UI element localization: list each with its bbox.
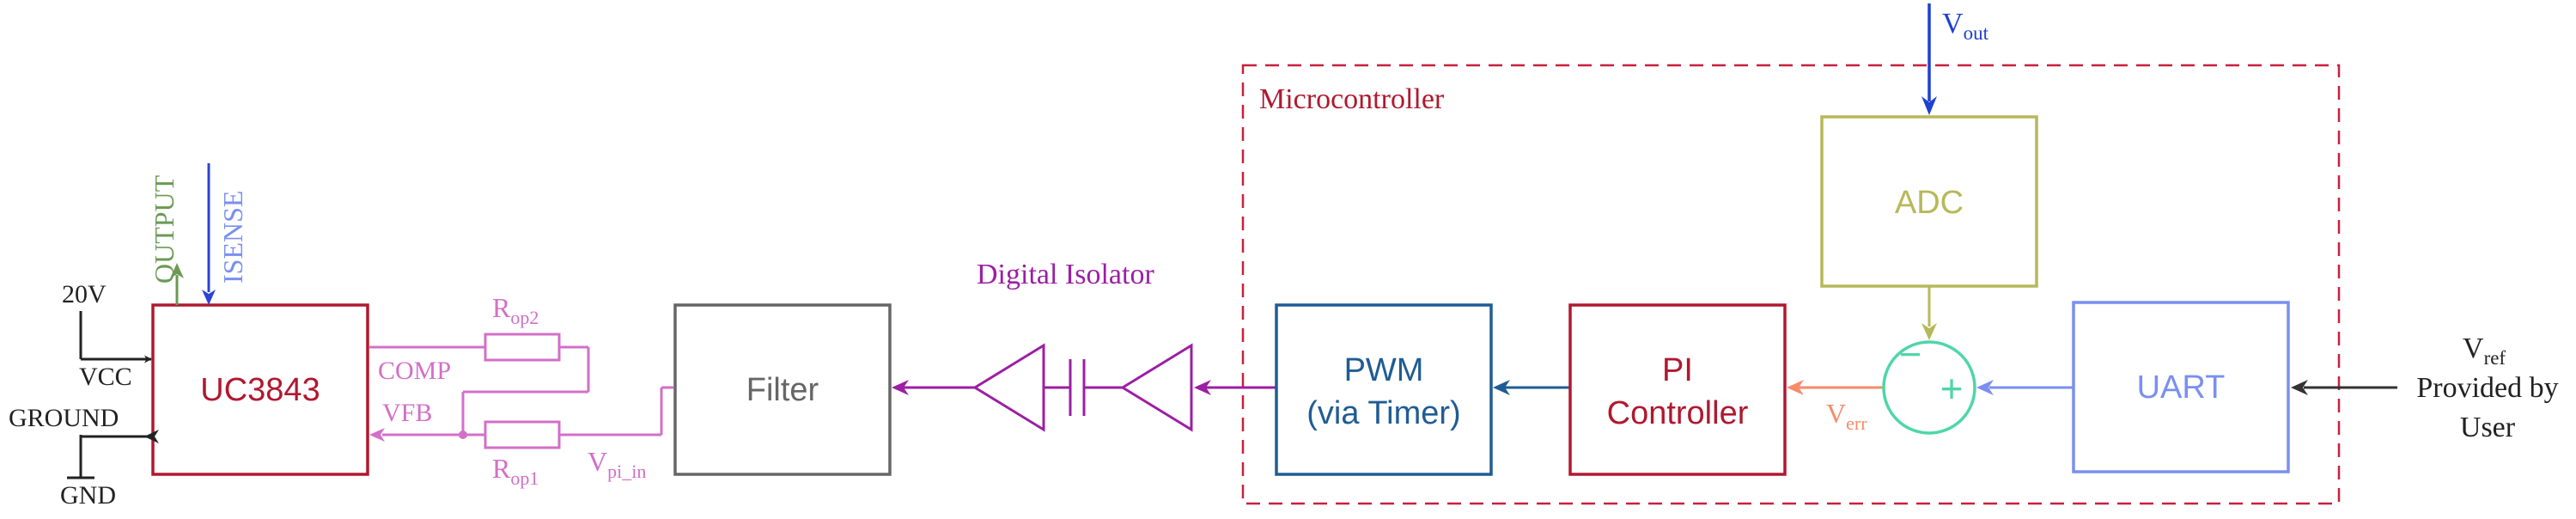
isolator-to-filter-arrowhead	[892, 380, 909, 395]
vref-label: Vref	[2463, 333, 2506, 369]
gnd-label: GND	[60, 481, 116, 510]
uc3843-block	[151, 303, 369, 476]
verr-arrow	[1787, 380, 1884, 395]
verr-label: Verr	[1826, 398, 1867, 434]
resistor-rop2	[484, 333, 561, 362]
adc-to-summer-arrow	[1921, 286, 1937, 340]
summer-minus: −	[1899, 332, 1922, 376]
vout-label: Vout	[1942, 8, 1989, 44]
vfb-arrowhead	[369, 428, 385, 442]
user-label: User	[2460, 412, 2516, 443]
rop2-label: Rop2	[492, 292, 539, 328]
pwm-block	[1275, 303, 1493, 476]
v20-label: 20V	[62, 280, 107, 308]
comp-label: COMP	[378, 357, 451, 385]
vfb-label: VFB	[382, 399, 432, 427]
vcc-connection	[79, 311, 152, 363]
vout-arrow	[1921, 3, 1937, 115]
vpi-in-label: Vpi_in	[588, 446, 646, 482]
ground-label: GROUND	[9, 404, 119, 432]
microcontroller-label: Microcontroller	[1259, 83, 1445, 115]
pi-label-line1: PI	[1662, 352, 1693, 388]
junction-dot	[459, 430, 467, 439]
output-signal	[170, 263, 184, 305]
microcontroller-boundary	[1241, 64, 2341, 505]
uc3843-label: UC3843	[200, 372, 320, 408]
pi-controller-block	[1568, 303, 1787, 476]
output-label: OUTPUT	[149, 174, 180, 284]
summing-junction	[1882, 340, 1976, 435]
isense-signal	[202, 163, 216, 305]
resistor-rop1	[484, 420, 561, 449]
provided-by-label: Provided by	[2416, 372, 2558, 404]
pi-label-line2: Controller	[1607, 395, 1749, 431]
resistor-network	[369, 333, 673, 449]
digital-isolator-label: Digital Isolator	[977, 259, 1154, 290]
isense-label: ISENSE	[217, 191, 248, 284]
uart-to-summer-arrow	[1976, 380, 2074, 395]
summer-plus: +	[1940, 366, 1964, 411]
adc-label: ADC	[1895, 185, 1964, 221]
filter-block	[673, 303, 892, 476]
pwm-to-isolator-arrowhead	[1194, 380, 1211, 395]
gnd-connection	[67, 430, 159, 479]
rop1-label: Rop1	[492, 453, 539, 489]
digital-isolator-symbol	[904, 343, 1276, 432]
uart-label: UART	[2137, 369, 2226, 406]
vcc-label: VCC	[79, 363, 132, 391]
pwm-label-line2: (via Timer)	[1306, 395, 1460, 431]
filter-label: Filter	[746, 372, 819, 408]
pi-to-pwm-arrow	[1493, 380, 1570, 395]
vref-arrow	[2291, 380, 2397, 395]
pwm-label-line1: PWM	[1344, 352, 1424, 388]
